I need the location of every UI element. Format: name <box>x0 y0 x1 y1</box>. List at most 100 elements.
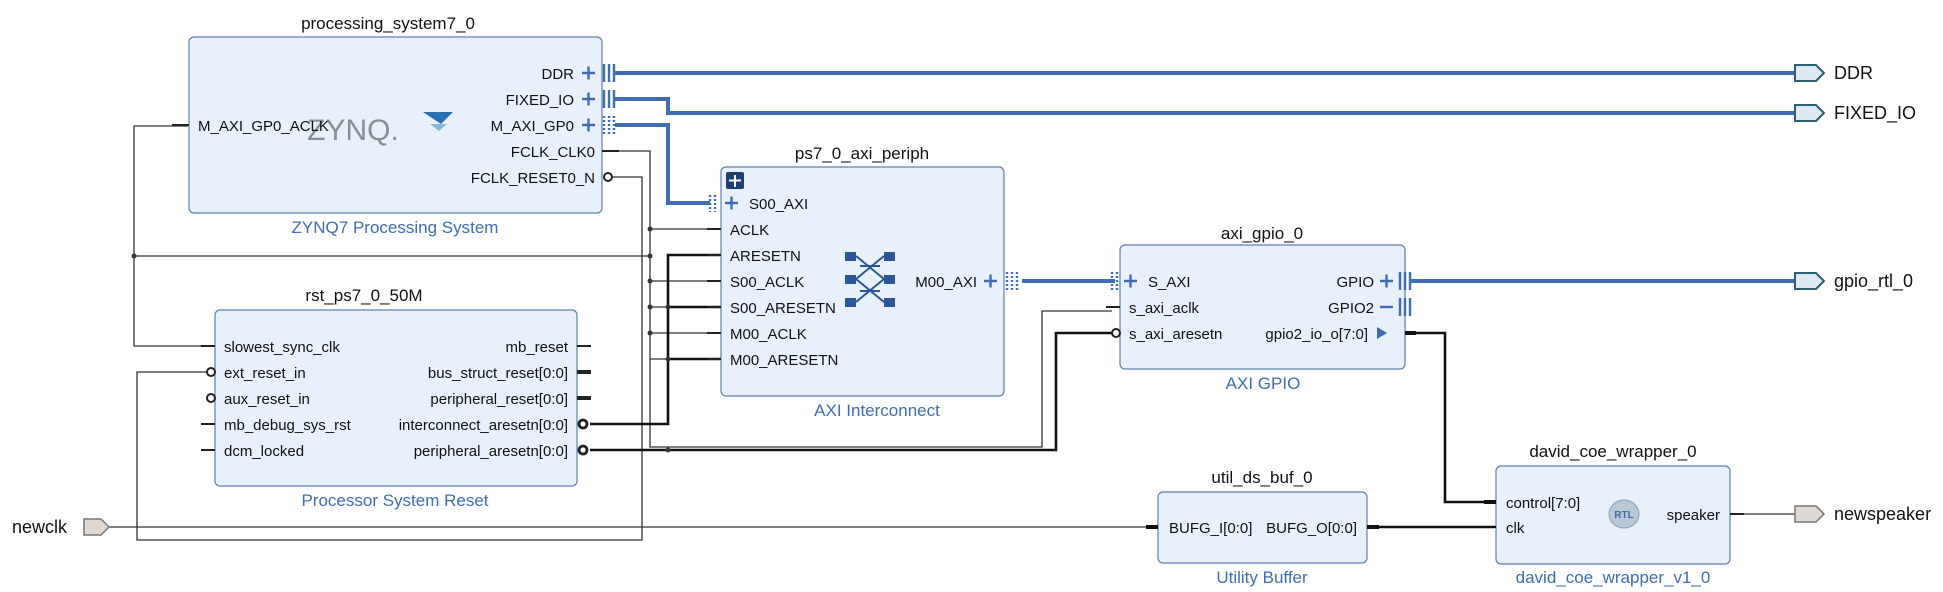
port-label-speaker: speaker <box>1667 507 1720 524</box>
junction-dot <box>665 447 671 453</box>
junction-dot <box>647 304 653 310</box>
port-label-control: control[7:0] <box>1506 495 1580 512</box>
rtl-module-icon <box>1608 499 1640 529</box>
port-label-dcm-locked: dcm_locked <box>224 443 304 460</box>
port-label-mb-debug-sys-rst: mb_debug_sys_rst <box>224 417 352 434</box>
block-subtitle: david_coe_wrapper_v1_0 <box>1516 568 1711 587</box>
external-port-gpio-rtl[interactable]: gpio_rtl_0 <box>1794 271 1913 292</box>
net-fixed-io[interactable] <box>615 97 1795 115</box>
net-interconnect-aresetn[interactable] <box>590 253 722 426</box>
port-label-gpio: GPIO <box>1336 274 1374 291</box>
port-label-gpio2-io-o: gpio2_io_o[7:0] <box>1265 326 1368 343</box>
port-label-peripheral-reset: peripheral_reset[0:0] <box>430 391 568 408</box>
port-label-ddr: DDR <box>542 66 575 83</box>
expand-plus-icon[interactable] <box>984 274 997 288</box>
port-label-interconnect-aresetn: interconnect_aresetn[0:0] <box>399 417 568 434</box>
port-label-fclk-clk0: FCLK_CLK0 <box>511 144 595 161</box>
block-instance-name: ps7_0_axi_periph <box>795 144 929 163</box>
external-port-fixed-io[interactable]: FIXED_IO <box>1794 103 1916 124</box>
port-label-m00-axi: M00_AXI <box>915 274 977 291</box>
block-instance-name: axi_gpio_0 <box>1221 224 1303 243</box>
net-fclk-reset0-n[interactable] <box>136 176 643 541</box>
external-port-label: DDR <box>1834 63 1873 83</box>
active-low-bubble-icon[interactable] <box>206 367 216 377</box>
expand-plus-icon[interactable] <box>1124 274 1137 288</box>
block-axi-gpio[interactable]: axi_gpio_0 AXI GPIO S_AXI s_axi_aclk s_a… <box>1106 224 1416 393</box>
active-low-bubble-icon[interactable] <box>577 444 589 456</box>
port-label-aclk: ACLK <box>730 222 769 239</box>
junction-dot <box>131 253 137 259</box>
bus-interface-master-icon[interactable] <box>602 116 616 134</box>
block-utility-buffer[interactable]: util_ds_buf_0 Utility Buffer BUFG_I[0:0]… <box>1146 468 1379 587</box>
block-subtitle: AXI Interconnect <box>814 401 940 420</box>
active-low-bubble-icon[interactable] <box>1111 328 1121 338</box>
active-low-bubble-icon[interactable] <box>603 172 613 182</box>
port-label-aresetn: ARESETN <box>730 248 801 265</box>
junction-dot <box>647 278 653 284</box>
port-label-m00-aresetn: M00_ARESETN <box>730 352 838 369</box>
expand-plus-icon[interactable] <box>725 196 738 210</box>
external-port-newclk[interactable]: newclk <box>12 517 111 537</box>
port-label-clk: clk <box>1506 520 1525 537</box>
active-low-bubble-icon[interactable] <box>206 393 216 403</box>
port-label-mb-reset: mb_reset <box>505 339 568 356</box>
port-label-aux-reset-in: aux_reset_in <box>224 391 310 408</box>
port-label-bus-struct-reset: bus_struct_reset[0:0] <box>428 365 568 382</box>
port-label-s-axi: S_AXI <box>1148 274 1191 291</box>
net-gpio2-io-o[interactable] <box>1410 331 1495 504</box>
port-label-bufg-i: BUFG_I[0:0] <box>1169 520 1252 537</box>
external-port-label: newclk <box>12 517 68 537</box>
bus-interface-master-icon[interactable] <box>1005 272 1019 290</box>
port-label-gpio2: GPIO2 <box>1328 300 1374 317</box>
port-label-m-axi-gp0: M_AXI_GP0 <box>491 118 574 135</box>
port-label-s00-aresetn: S00_ARESETN <box>730 300 836 317</box>
port-label-s-axi-aclk: s_axi_aclk <box>1129 300 1200 317</box>
port-label-ext-reset-in: ext_reset_in <box>224 365 306 382</box>
port-label-s00-aclk: S00_ACLK <box>730 274 804 291</box>
port-label-fclk-reset0-n: FCLK_RESET0_N <box>471 170 595 187</box>
crossbar-icon <box>845 252 895 307</box>
block-instance-name: processing_system7_0 <box>301 14 475 33</box>
port-label-fixed-io: FIXED_IO <box>506 92 574 109</box>
block-axi-interconnect[interactable]: ps7_0_axi_periph AXI Interconnect S00_AX… <box>707 144 1019 420</box>
block-processing-system7[interactable]: processing_system7_0 ZYNQ7 Processing Sy… <box>172 14 619 237</box>
output-port-arrow-icon[interactable] <box>1794 272 1826 290</box>
block-instance-name: util_ds_buf_0 <box>1211 468 1312 487</box>
bus-interface-slave-icon[interactable] <box>708 195 717 212</box>
external-port-label: FIXED_IO <box>1834 103 1916 124</box>
block-subtitle: AXI GPIO <box>1226 374 1301 393</box>
external-port-label: newspeaker <box>1834 504 1931 524</box>
output-port-arrow-icon[interactable] <box>1794 505 1826 523</box>
block-subtitle: Utility Buffer <box>1216 568 1308 587</box>
port-label-s-axi-aresetn: s_axi_aresetn <box>1129 326 1222 343</box>
expand-arrow-icon[interactable] <box>1377 327 1387 339</box>
expand-plus-icon[interactable] <box>582 66 595 132</box>
output-port-arrow-icon[interactable] <box>1794 104 1826 122</box>
net-m-axi-gp0[interactable] <box>615 123 710 205</box>
junction-dot <box>647 226 653 232</box>
bus-interface-icon[interactable] <box>1398 272 1412 316</box>
external-port-newspeaker[interactable]: newspeaker <box>1794 504 1931 524</box>
rtl-badge: RTL <box>1614 510 1633 521</box>
zynq-logo-accent-icon <box>430 124 447 131</box>
bus-interface-icon[interactable] <box>602 64 616 108</box>
junction-dot <box>647 330 653 336</box>
block-david-coe-wrapper[interactable]: david_coe_wrapper_0 david_coe_wrapper_v1… <box>1484 442 1744 587</box>
input-port-arrow-icon[interactable] <box>83 518 111 536</box>
external-port-label: gpio_rtl_0 <box>1834 271 1913 292</box>
active-low-bubble-icon[interactable] <box>577 418 589 430</box>
junction-dot <box>665 304 671 310</box>
port-label-bufg-o: BUFG_O[0:0] <box>1266 520 1357 537</box>
zynq-logo: ZYNQ. <box>307 114 399 147</box>
output-port-arrow-icon[interactable] <box>1794 64 1826 82</box>
block-processor-system-reset[interactable]: rst_ps7_0_50M Processor System Reset slo… <box>201 286 591 510</box>
external-port-ddr[interactable]: DDR <box>1794 63 1873 83</box>
port-label-m00-aclk: M00_ACLK <box>730 326 807 343</box>
expand-plus-icon[interactable] <box>1380 274 1393 288</box>
block-subtitle: ZYNQ7 Processing System <box>292 218 499 237</box>
port-label-s00-axi: S00_AXI <box>749 196 808 213</box>
block-instance-name: rst_ps7_0_50M <box>305 286 422 305</box>
port-label-m-axi-gp0-aclk: M_AXI_GP0_ACLK <box>198 118 329 135</box>
bus-interface-slave-icon[interactable] <box>1110 272 1119 290</box>
